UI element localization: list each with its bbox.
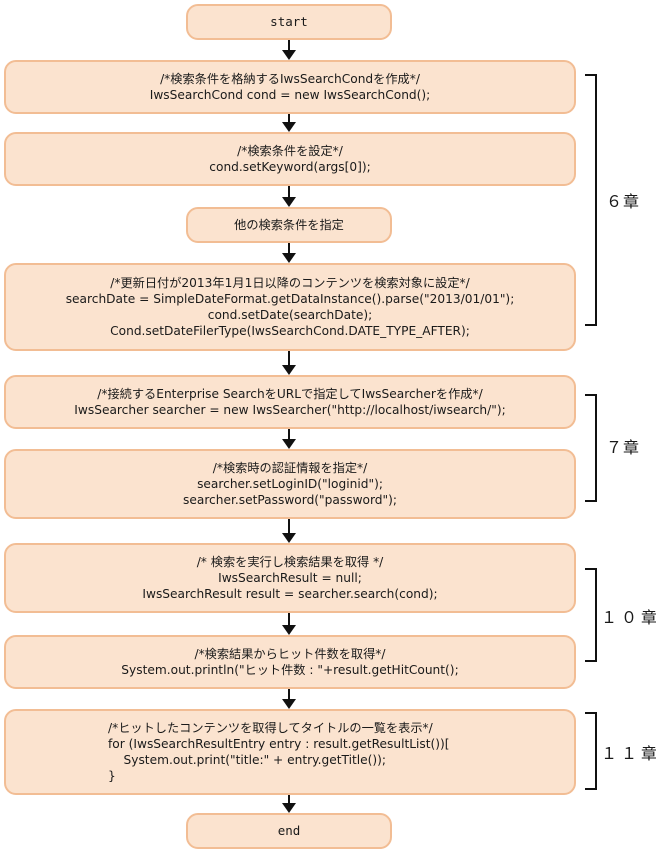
step-line: /*ヒットしたコンテンツを取得してタイトルの一覧を表示*/: [108, 721, 433, 735]
step-line: /*検索時の認証情報を指定*/: [212, 461, 368, 475]
step-line: IwsSearchCond cond = new IwsSearchCond()…: [149, 88, 431, 102]
end-label: end: [277, 823, 301, 838]
step-line: /*更新日付が2013年1月1日以降のコンテンツを検索対象に設定*/: [110, 276, 470, 290]
step-set-date: /*更新日付が2013年1月1日以降のコンテンツを検索対象に設定*/ searc…: [4, 263, 576, 351]
step-line: IwsSearchResult result = searcher.search…: [142, 587, 438, 601]
arrow-start-to-create-cond: [282, 40, 296, 60]
step-line: cond.setKeyword(args[0]);: [209, 160, 371, 174]
bracket-chapter-7: [585, 394, 597, 502]
step-execute-search: /* 検索を実行し検索結果を取得 */ IwsSearchResult = nu…: [4, 543, 576, 613]
chapter-7-label: ７章: [606, 438, 641, 457]
arrow-create-searcher-to-set-auth: [282, 429, 296, 449]
step-line: /* 検索を実行し検索結果を取得 */: [196, 555, 384, 569]
step-line: cond.setDate(searchDate);: [207, 308, 373, 322]
arrow-create-cond-to-set-keyword: [282, 114, 296, 132]
arrow-execute-to-hit-count: [282, 613, 296, 635]
bracket-chapter-6: [585, 74, 597, 326]
arrow-list-titles-to-end: [282, 795, 296, 813]
step-line: }: [108, 769, 116, 783]
arrow-other-cond-to-set-date: [282, 243, 296, 263]
start-label: start: [270, 14, 308, 29]
end-terminal: end: [186, 813, 392, 849]
step-create-search-cond: /*検索条件を格納するIwsSearchCondを作成*/ IwsSearchC…: [4, 60, 576, 114]
step-line: Cond.setDateFilerType(IwsSearchCond.DATE…: [110, 324, 470, 338]
chapter-10-label: １０章: [601, 608, 656, 627]
step-set-auth: /*検索時の認証情報を指定*/ searcher.setLoginID("log…: [4, 449, 576, 519]
step-set-keyword: /*検索条件を設定*/ cond.setKeyword(args[0]);: [4, 132, 576, 186]
step-line: IwsSearcher searcher = new IwsSearcher("…: [74, 403, 506, 417]
chapter-6-label: ６章: [606, 192, 641, 211]
step-other-conditions: 他の検索条件を指定: [186, 207, 392, 243]
start-terminal: start: [186, 4, 392, 40]
step-hit-count: /*検索結果からヒット件数を取得*/ System.out.println("ヒ…: [4, 635, 576, 689]
arrow-set-date-to-create-searcher: [282, 351, 296, 375]
arrow-set-keyword-to-other-cond: [282, 186, 296, 207]
step-line: searcher.setPassword("password");: [183, 493, 397, 507]
arrow-set-auth-to-execute: [282, 519, 296, 543]
step-line: /*接続するEnterprise SearchをURLで指定してIwsSearc…: [97, 387, 483, 401]
step-line: searcher.setLoginID("loginid");: [197, 477, 383, 491]
step-line: searchDate = SimpleDateFormat.getDataIns…: [65, 292, 515, 306]
chapter-11-label: １１章: [601, 744, 656, 763]
bracket-chapter-11: [585, 712, 597, 790]
step-line: System.out.println("ヒット件数 : "+result.get…: [121, 663, 459, 677]
bracket-chapter-10: [585, 568, 597, 662]
step-line: System.out.print("title:" + entry.getTit…: [108, 753, 387, 767]
step-create-searcher: /*接続するEnterprise SearchをURLで指定してIwsSearc…: [4, 375, 576, 429]
step-line: IwsSearchResult = null;: [218, 571, 362, 585]
step-line: for (IwsSearchResultEntry entry : result…: [108, 737, 450, 751]
step-line: /*検索条件を格納するIwsSearchCondを作成*/: [160, 72, 420, 86]
arrow-hit-count-to-list-titles: [282, 689, 296, 709]
step-line: 他の検索条件を指定: [234, 218, 344, 232]
step-line: /*検索結果からヒット件数を取得*/: [194, 647, 386, 661]
step-line: /*検索条件を設定*/: [237, 144, 343, 158]
step-list-titles: /*ヒットしたコンテンツを取得してタイトルの一覧を表示*/ for (IwsSe…: [4, 709, 576, 795]
